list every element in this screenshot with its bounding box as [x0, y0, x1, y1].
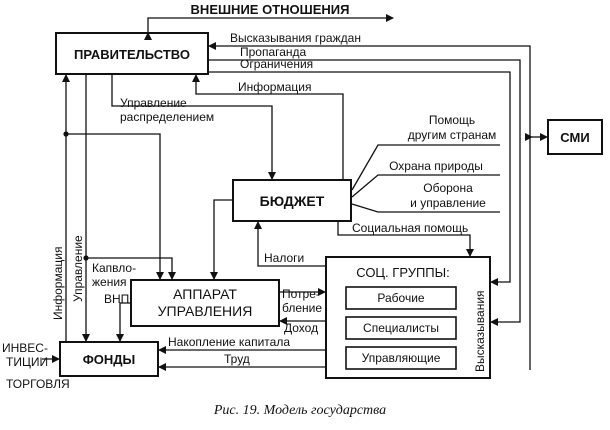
external-relations-arrow [144, 14, 394, 40]
consumption-label-1: Потре- [282, 287, 320, 301]
budget-apparatus-arrow [210, 199, 233, 280]
funds-box [59, 341, 159, 377]
aid-label-2: другим странам [408, 128, 497, 142]
social-groups-title: СОЦ. ГРУППЫ: [356, 265, 450, 280]
investments-label-2: ТИЦИИ [6, 355, 48, 369]
restrictions-arrow [208, 71, 511, 286]
media-label: СМИ [560, 130, 589, 145]
consumption-label-2: бление [282, 301, 322, 315]
investment-arrow [86, 257, 176, 280]
workers-label: Рабочие [377, 291, 425, 305]
distribution-mgmt-label-1: Управление [120, 96, 187, 110]
managers-label: Управляющие [362, 351, 441, 365]
defense-line [351, 203, 500, 213]
specialists-box [345, 316, 457, 340]
apparatus-label-1: АППАРАТ [173, 286, 237, 302]
information-v-label: Информация [51, 247, 65, 320]
distribution-mgmt-label-2: распределением [120, 110, 214, 124]
taxes-arrow [254, 221, 326, 267]
income-label: Доход [284, 321, 318, 335]
restrictions-label: Ограничения [240, 57, 313, 71]
apparatus-label-2: УПРАВЛЕНИЯ [158, 303, 253, 319]
defense-label-2: и управление [410, 196, 486, 210]
budget-box [232, 179, 352, 222]
gnp-arrow [116, 302, 131, 342]
aid-line [351, 144, 500, 191]
apparatus-box [130, 279, 280, 327]
investments-label-1: ИНВЕС- [2, 341, 48, 355]
government-label: ПРАВИТЕЛЬСТВО [74, 47, 190, 62]
gov-apparatus-arrow [66, 133, 164, 280]
aid-label-1: Помощь [429, 113, 475, 127]
information-h-label: Информация [238, 80, 311, 94]
citizen-statements-label: Высказывания граждан [230, 31, 361, 45]
labor-label: Труд [224, 352, 250, 366]
media-box [547, 119, 603, 155]
funds-label: ФОНДЫ [83, 352, 136, 367]
external-relations-label: ВНЕШНИЕ ОТНОШЕНИЯ [191, 2, 350, 17]
defense-label-1: Оборона [423, 181, 473, 195]
managers-box [345, 346, 457, 370]
citizen-statements-arrow [208, 42, 531, 370]
information-h-arrow [192, 74, 344, 180]
nature-label: Охрана природы [389, 159, 483, 173]
taxes-label: Налоги [264, 251, 304, 265]
social-aid-arrow [337, 221, 474, 257]
capital-accum-label: Накопление капитала [168, 335, 290, 349]
social-aid-label: Социальная помощь [352, 221, 468, 235]
nature-line [351, 174, 500, 198]
trade-label: ТОРГОВЛЯ [6, 377, 70, 391]
management-v-label: Управление [71, 235, 85, 302]
figure-caption: Рис. 19. Модель государства [213, 403, 386, 418]
investment-label-1: Капвло- [92, 261, 136, 275]
distribution-mgmt-arrow [111, 74, 276, 180]
specialists-label: Специалисты [363, 321, 439, 335]
statements-v-label: Высказывания [473, 290, 487, 372]
gnp-label: ВНП [104, 292, 129, 306]
propaganda-label: Пропаганда [240, 45, 307, 59]
propaganda-arrow [208, 59, 521, 326]
workers-box [345, 286, 457, 310]
investment-label-2: жения [92, 275, 127, 289]
junction-dot-2 [83, 255, 89, 261]
budget-label: БЮДЖЕТ [260, 193, 325, 209]
